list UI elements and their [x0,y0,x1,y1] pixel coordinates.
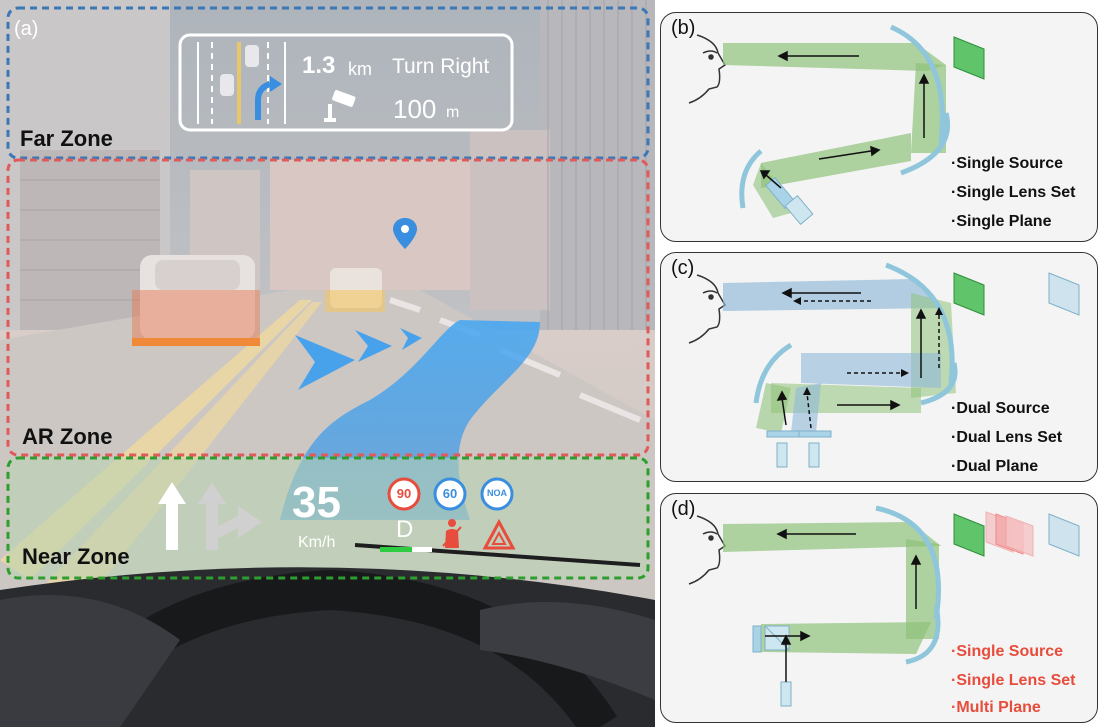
panel-b: (b) ·Single Source ·Single Lens Set ·Sin… [660,12,1098,242]
camera-distance-value: 100 [393,94,437,124]
panel-b-feature-1: ·Single Source [951,155,1064,172]
head-icon [688,274,727,344]
camera-distance-unit: m [446,104,460,121]
hud-scene-graphic [0,0,655,727]
head-icon [688,34,727,104]
nav-distance-unit: km [348,59,372,79]
ar-zone-box [6,158,650,457]
near-zone-label: Near Zone [22,544,130,569]
panel-c-label: (c) [671,257,695,279]
panel-d-feature-3: ·Multi Plane [951,699,1041,716]
navigation-box [178,33,514,132]
sign-90-text: 90 [396,486,412,501]
ar-zone-label: AR Zone [22,424,113,449]
panel-b-feature-2: ·Single Lens Set [951,184,1076,201]
ar-chevrons [295,328,422,390]
panel-d-optics-diagram [688,505,1080,707]
sign-60-text: 60 [442,486,458,501]
panel-c: (c) ·Dual Source ·Dual Lens Set ·Dual Pl… [660,252,1098,482]
panel-d-feature-1: ·Single Source [951,643,1064,660]
panel-d-feature-2: ·Single Lens Set [951,672,1076,689]
straight-arrow-icon [158,482,186,550]
sign-noa-text: NOA [487,488,507,498]
speed-camera-icon [324,90,356,122]
turn-right-arrow-icon [255,81,272,120]
hud-scene-panel: (a) 1.3 km Turn Right 100 m Far Zone AR … [0,0,655,727]
nav-distance-value: 1.3 [302,52,336,79]
panel-b-label: (b) [671,17,696,39]
car-center [325,268,385,312]
straight-or-right-arrow-icon [198,482,262,550]
panel-d: (d) ·Single Source ·Single Lens Set ·Mul… [660,493,1098,723]
panel-c-feature-3: ·Dual Plane [951,458,1039,475]
panel-d-label: (d) [671,498,696,520]
panel-b-feature-3: ·Single Plane [951,213,1052,230]
panel-c-feature-2: ·Dual Lens Set [951,429,1063,446]
speed-limit-90-sign [387,477,421,511]
noa-sign [480,477,514,511]
far-zone-label: Far Zone [20,126,113,151]
speed-value: 35 [292,478,341,527]
hazard-warning-icon [482,518,516,550]
panel-b-optics-diagram [688,24,985,226]
nav-instruction: Turn Right [392,55,490,78]
gear-indicator: D [396,516,414,543]
speed-limit-60-sign [433,477,467,511]
car-left [132,255,260,346]
near-zone-box [6,456,650,580]
far-zone-box [6,6,650,160]
panel-c-feature-1: ·Dual Source [951,400,1050,417]
panel-c-optics-diagram [688,262,1080,468]
speed-unit: Km/h [298,534,336,551]
location-pin-icon [393,218,417,249]
panel-a-label: (a) [14,18,39,40]
head-icon [688,515,727,585]
seatbelt-warning-icon [442,519,462,548]
